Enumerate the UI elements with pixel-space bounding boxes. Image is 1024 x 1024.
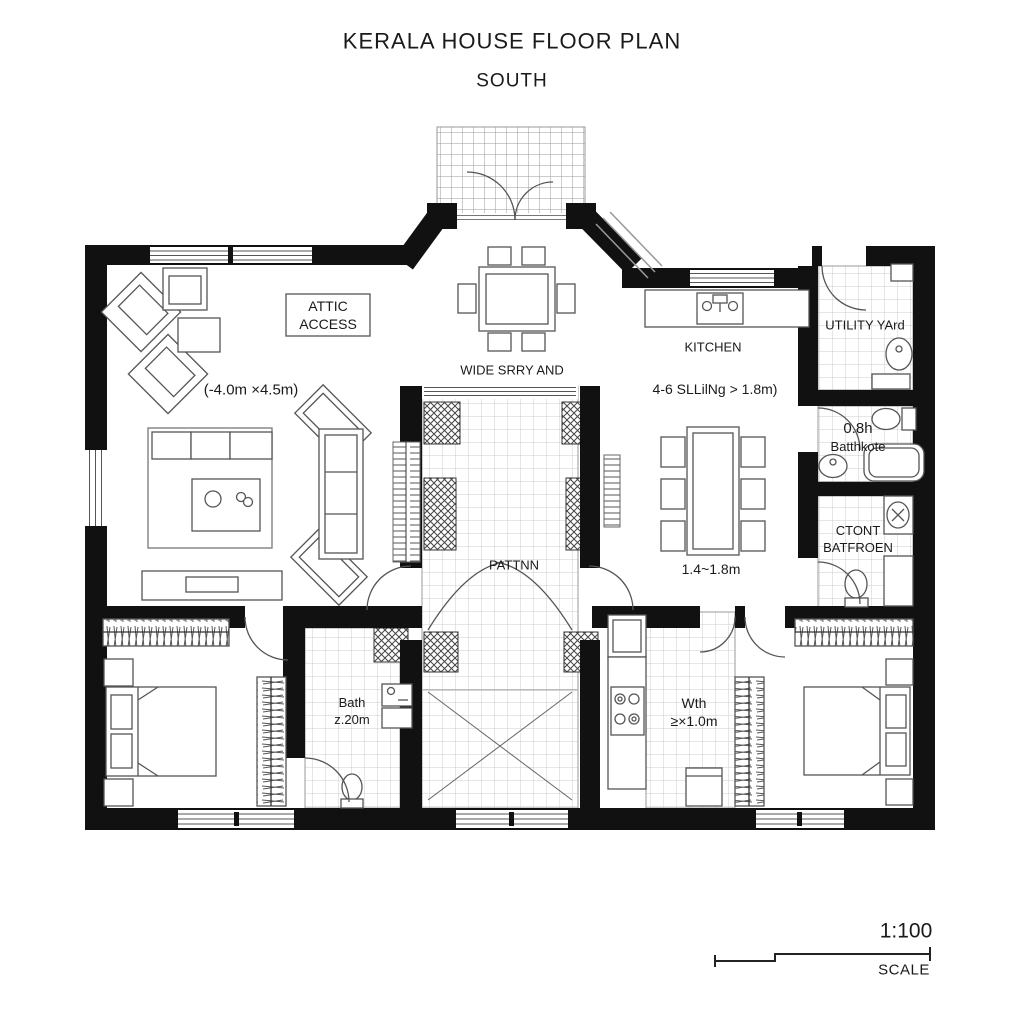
side-table	[177, 317, 221, 353]
living-dimension-label: (-4.0m ×4.5m)	[203, 381, 299, 399]
door-arc	[744, 616, 786, 658]
work-area-line1: Wth	[681, 694, 707, 711]
shower-tray	[883, 555, 914, 607]
work-room-fixtures	[607, 614, 723, 807]
wall-cabinet	[890, 263, 914, 282]
armchair	[162, 267, 208, 311]
pedestal-sink	[883, 495, 914, 535]
door-arc	[817, 407, 861, 451]
stove	[610, 686, 645, 736]
door-arc	[588, 565, 634, 611]
armchair	[127, 333, 209, 415]
attic-access-line1: ATTIC	[308, 297, 348, 314]
corridor-cross	[422, 689, 578, 801]
page-title: KERALA HOUSE FLOOR PLAN	[342, 28, 682, 54]
dining-set-right	[660, 426, 766, 556]
kitchen-counter	[644, 289, 810, 328]
door-arc	[244, 616, 289, 661]
bathroom2-label: CTONT BATFROEN	[823, 523, 893, 557]
door-arc	[514, 181, 554, 221]
nightstand	[103, 778, 134, 807]
door-arc	[821, 265, 867, 311]
porch-floor	[436, 126, 586, 218]
bathroom1-fixtures	[818, 407, 925, 482]
door-arc	[466, 171, 516, 221]
scale-label: SCALE	[878, 961, 930, 979]
bedroom1-furniture	[102, 618, 287, 807]
armchair	[100, 271, 182, 353]
bed	[803, 686, 911, 776]
door-arc	[304, 757, 350, 803]
toilet	[871, 407, 917, 431]
washbasin	[818, 453, 848, 479]
door-arc	[427, 561, 505, 631]
bedroom2-furniture	[734, 618, 914, 807]
shelf-strips	[392, 441, 621, 563]
bathroom2-line1: CTONT	[835, 523, 881, 539]
tv-console	[141, 570, 283, 601]
dining-dimension-label: 1.4~1.8m	[681, 560, 741, 577]
bathtub	[863, 443, 925, 482]
utility-label: UTILITY YArd	[825, 317, 905, 333]
orientation-label: SOUTH	[476, 70, 548, 92]
nightstand	[885, 658, 914, 686]
ceiling-note-label: 4-6 SLLilNg > 1.8m)	[652, 380, 778, 397]
door-arcs	[244, 171, 867, 803]
scale-ratio: 1:100	[879, 919, 933, 943]
door-arc	[366, 565, 412, 611]
utility-counter	[871, 373, 911, 390]
bathroom1-line1: 0.8h	[843, 419, 873, 437]
bathroom1-line2: Batthkote	[830, 438, 886, 454]
work-area-label: Wth ≥×1.0m	[671, 694, 718, 730]
kitchen-label: KITCHEN	[684, 339, 742, 355]
work-area-line2: ≥×1.0m	[670, 713, 718, 729]
nightstand	[103, 658, 134, 687]
utility-fixtures	[871, 263, 914, 390]
appliance	[685, 767, 723, 807]
sofa	[318, 428, 364, 560]
windows	[85, 213, 844, 828]
washbasin	[885, 337, 913, 371]
angled-window	[595, 211, 663, 279]
bath-line2: z.20m	[334, 712, 370, 727]
washing-machine	[381, 683, 413, 729]
door-arc	[817, 561, 861, 605]
bath-line1: Bath	[338, 695, 366, 711]
door-arc	[495, 561, 573, 631]
attic-access-line2: ACCESS	[299, 316, 357, 332]
bed	[105, 686, 217, 777]
fridge	[607, 614, 647, 658]
dining-set-top	[457, 246, 576, 352]
bath-label: Bath z.20m	[334, 695, 369, 729]
sofa-and-rug	[147, 427, 273, 549]
attic-access-box	[285, 293, 371, 337]
toilet	[340, 773, 364, 809]
nightstand	[885, 778, 914, 806]
attic-access-label: ATTIC ACCESS	[299, 297, 357, 333]
door-arc	[699, 616, 736, 653]
walls	[85, 203, 935, 830]
angled-walls	[395, 203, 642, 274]
bathroom2-fixtures	[844, 495, 914, 608]
living-room-furniture	[100, 267, 373, 607]
veranda-label: WIDE SRRY AND	[460, 362, 564, 378]
patio-label: PATTNN	[488, 557, 540, 573]
scale-bar	[714, 947, 931, 967]
bath-fixtures	[340, 683, 413, 809]
bathroom1-label: 0.8h Batthkote	[831, 419, 886, 455]
kitchen-sink	[696, 292, 744, 325]
courtyard-floor	[421, 385, 579, 809]
bathroom2-line2: BATFROEN	[823, 540, 893, 555]
